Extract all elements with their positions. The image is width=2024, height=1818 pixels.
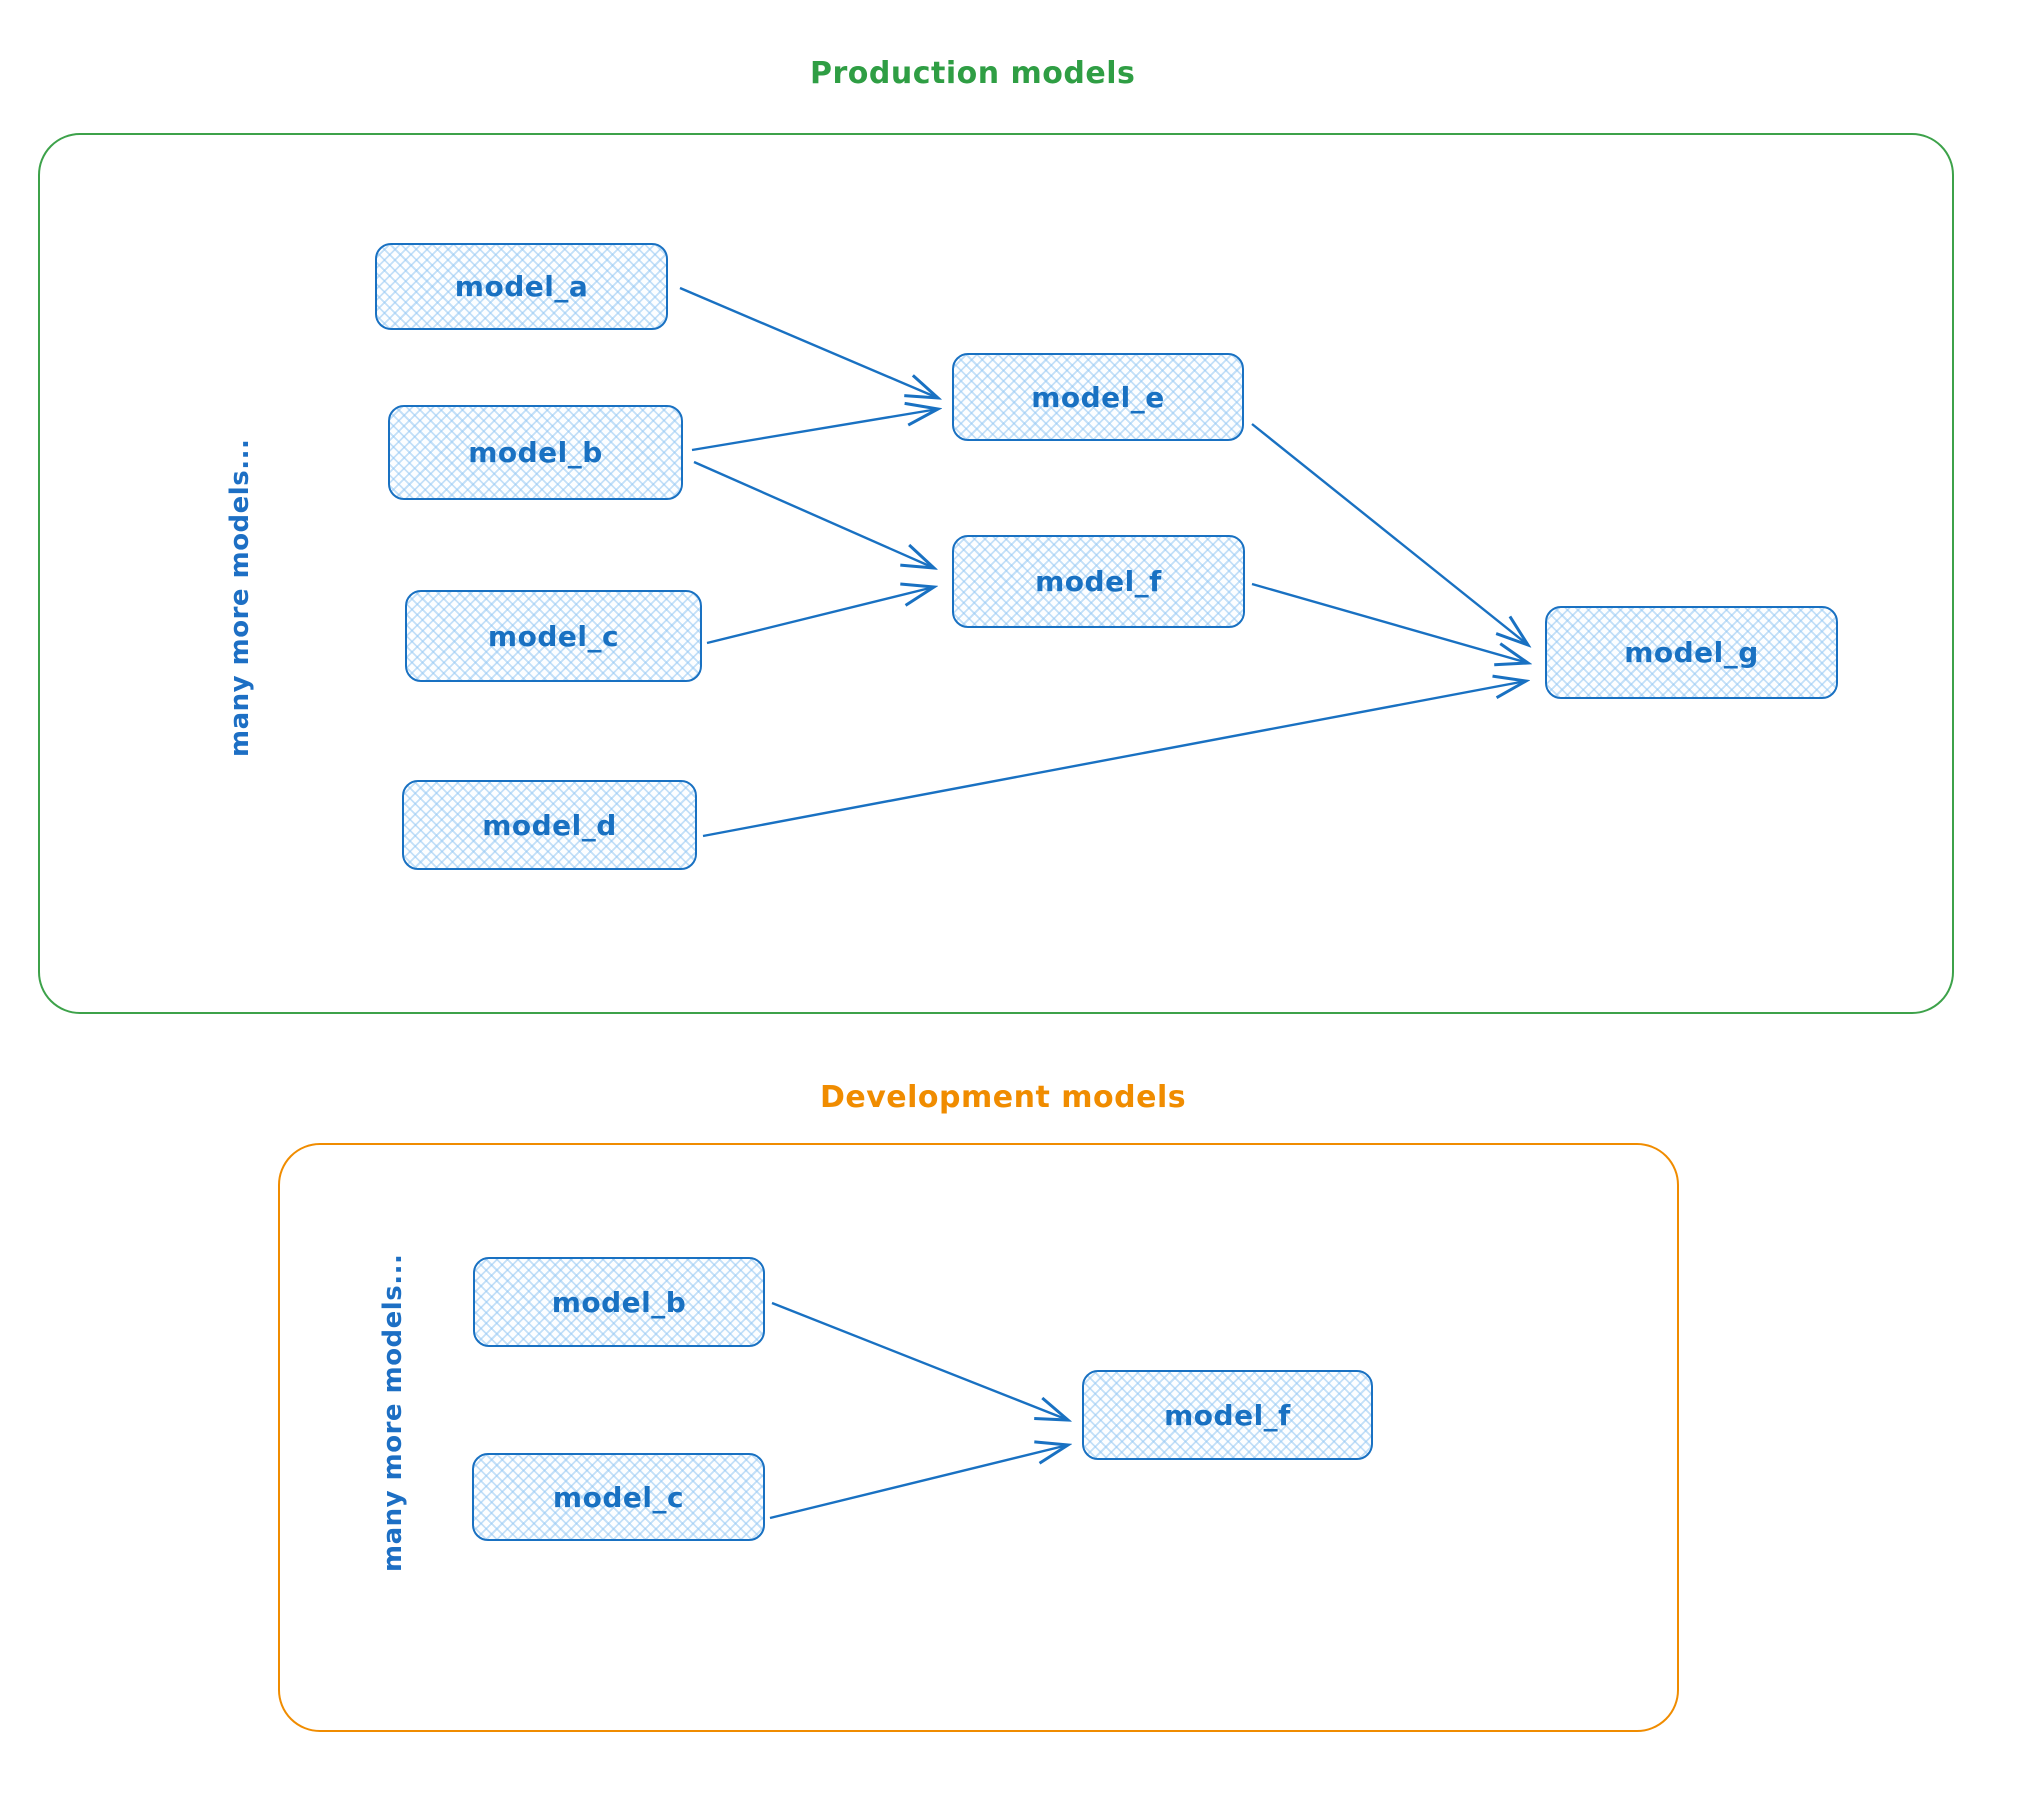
node-dev-model-f-label: model_f <box>1164 1398 1291 1432</box>
production-side-label: many more models... <box>225 438 255 757</box>
node-prod-model-a: model_a <box>375 243 668 330</box>
production-title: Production models <box>810 56 1136 91</box>
node-prod-model-g-label: model_g <box>1624 636 1759 669</box>
node-prod-model-b-label: model_b <box>468 436 603 469</box>
node-prod-model-e-label: model_e <box>1031 380 1165 414</box>
node-dev-model-b: model_b <box>473 1257 765 1347</box>
production-container <box>38 133 1954 1014</box>
node-dev-model-c-label: model_c <box>552 1480 685 1514</box>
node-prod-model-c: model_c <box>405 590 702 682</box>
node-dev-model-b-label: model_b <box>551 1285 687 1319</box>
node-prod-model-a-label: model_a <box>454 270 589 303</box>
node-prod-model-g: model_g <box>1545 606 1838 699</box>
node-prod-model-d: model_d <box>402 780 697 870</box>
development-title: Development models <box>820 1080 1187 1115</box>
development-side-label: many more models... <box>378 1253 408 1572</box>
node-prod-model-e: model_e <box>952 353 1244 441</box>
node-prod-model-b: model_b <box>388 405 683 500</box>
node-dev-model-c: model_c <box>472 1453 765 1541</box>
node-prod-model-f: model_f <box>952 535 1245 628</box>
development-container <box>278 1143 1679 1732</box>
node-prod-model-d-label: model_d <box>482 808 617 842</box>
node-prod-model-f-label: model_f <box>1035 565 1162 598</box>
node-dev-model-f: model_f <box>1082 1370 1373 1460</box>
node-prod-model-c-label: model_c <box>487 619 620 653</box>
